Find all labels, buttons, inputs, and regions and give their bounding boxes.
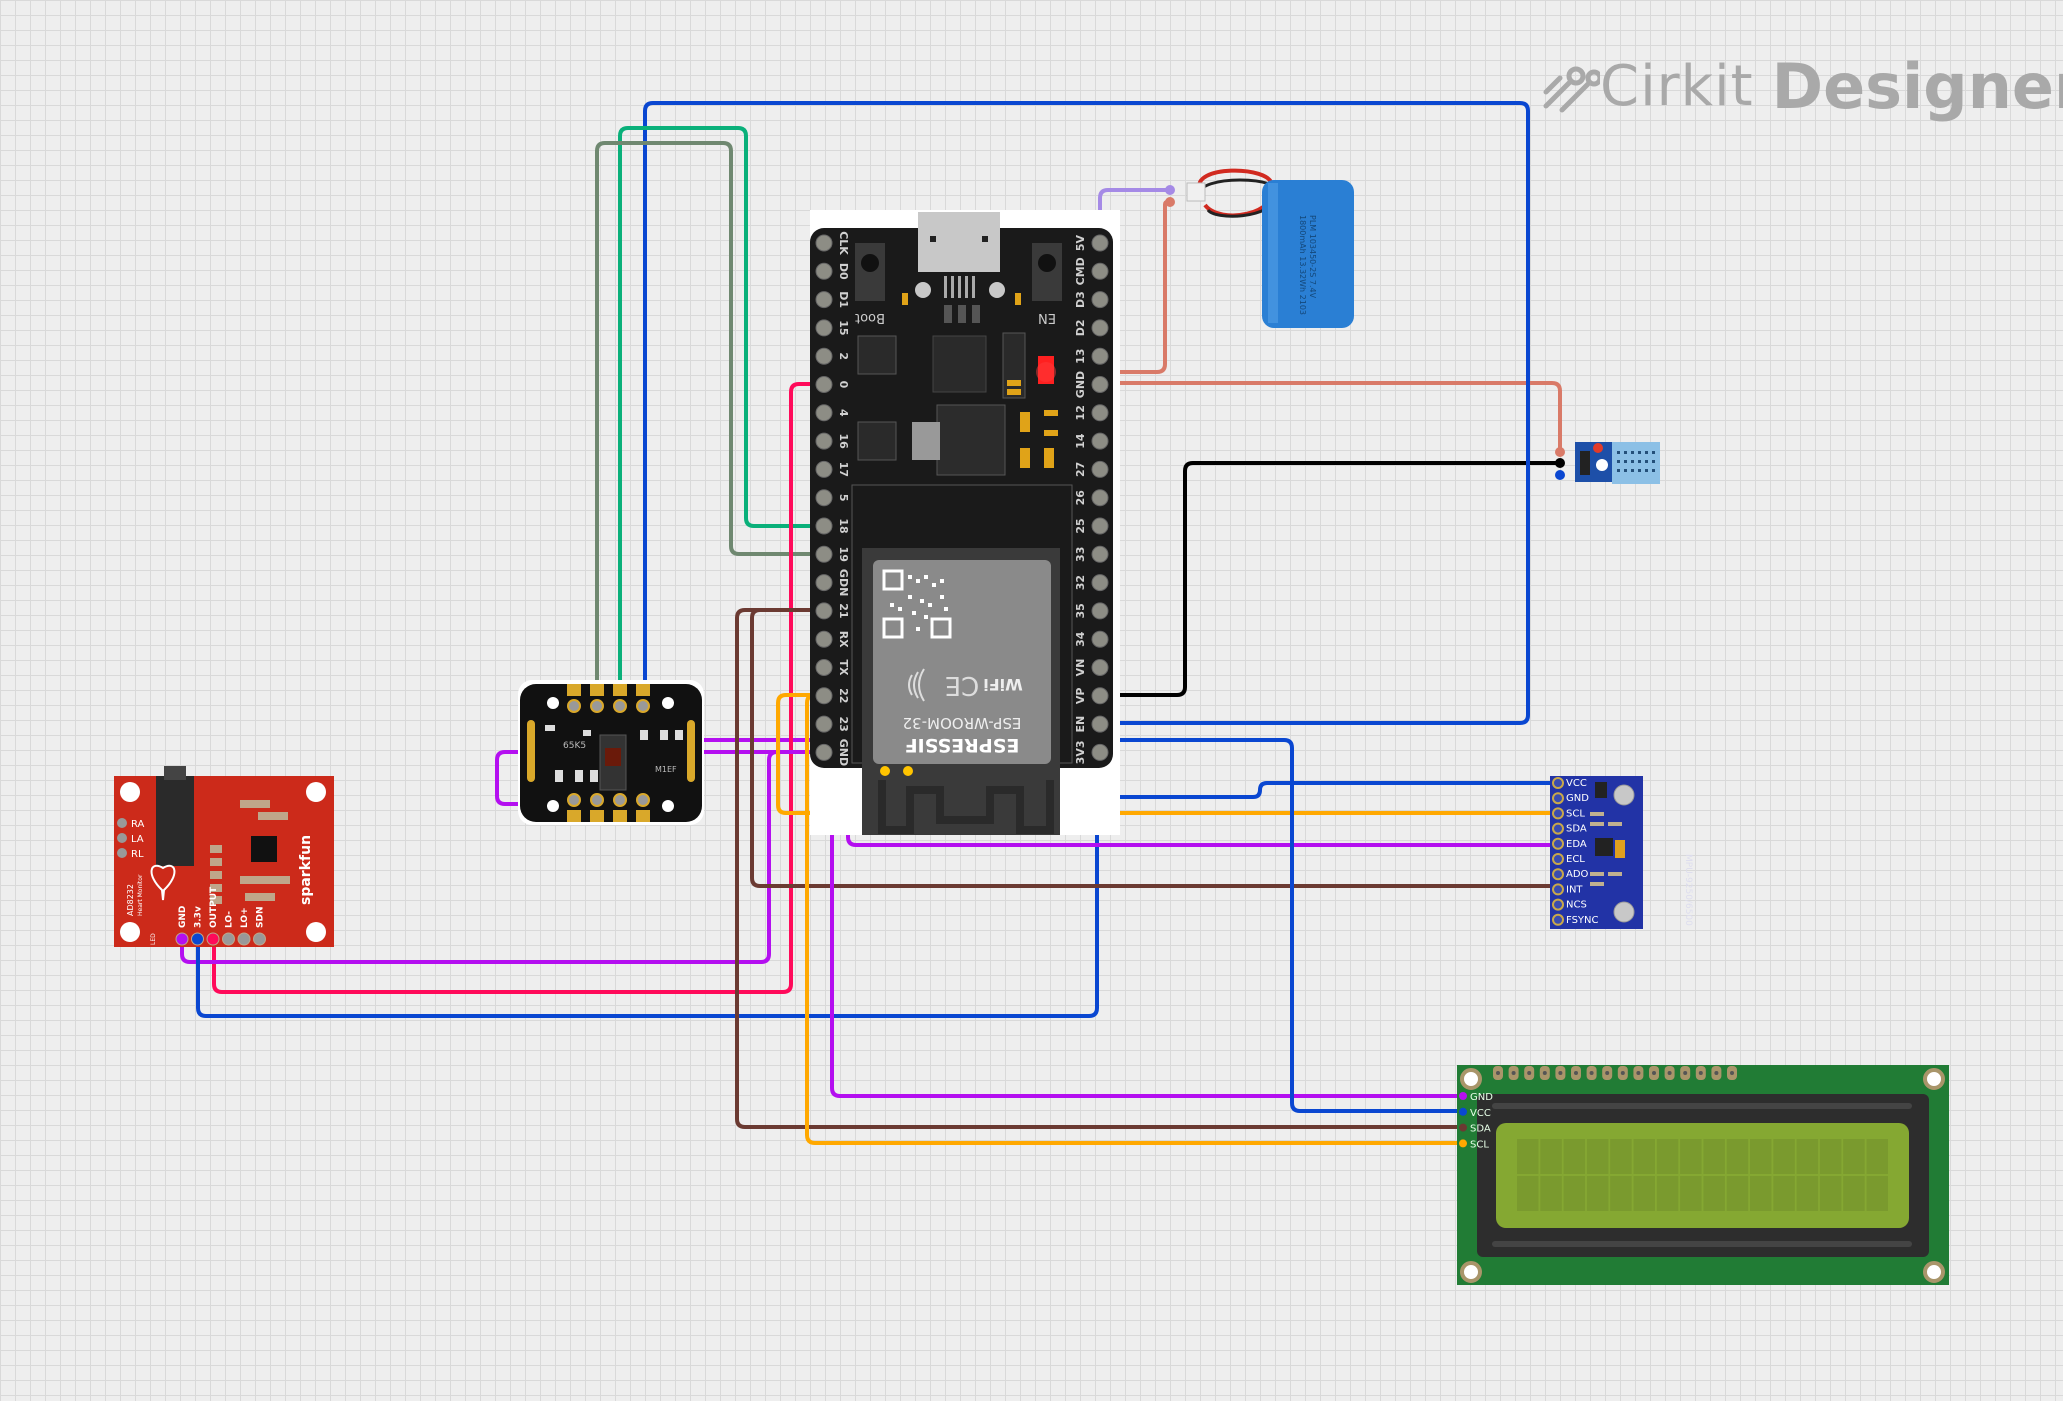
wire-endpoint[interactable] — [209, 934, 219, 944]
wire-endpoint[interactable] — [1095, 378, 1105, 388]
wire-endpoint[interactable] — [592, 795, 602, 805]
wire-endpoint[interactable] — [615, 795, 625, 805]
wire-endpoint[interactable] — [819, 747, 829, 757]
wire-d23-dht11[interactable] — [822, 461, 1562, 707]
logo-text-designer: Designer — [1771, 49, 2063, 123]
wire-d0-ad8232[interactable] — [212, 382, 826, 994]
wire-gnd-ad8232[interactable] — [180, 750, 826, 964]
wire-endpoint[interactable] — [819, 549, 829, 559]
cirkit-designer-logo: Cirkit Designer — [1540, 46, 2063, 126]
wire-endpoint[interactable] — [1095, 238, 1105, 248]
wire-endpoint[interactable] — [819, 379, 829, 389]
wire-endpoint[interactable] — [819, 690, 829, 700]
circuit-traces-icon — [1543, 66, 1600, 113]
wire-endpoint[interactable] — [569, 795, 579, 805]
wire-5v-battery[interactable] — [1098, 188, 1172, 245]
wire-gnd-dht11[interactable] — [1098, 381, 1562, 454]
wire-3v3-mpu9250[interactable] — [1098, 749, 1560, 799]
wire-d22-mpu9250[interactable] — [776, 693, 1560, 815]
wire-endpoint[interactable] — [1555, 447, 1565, 457]
wire-d22-lcd[interactable] — [805, 693, 1465, 1145]
wire-endpoint[interactable] — [193, 934, 203, 944]
wire-3v3-ad8232[interactable] — [196, 749, 1102, 1018]
wire-d19-max30102[interactable] — [595, 141, 826, 802]
wire-endpoint[interactable] — [640, 795, 650, 805]
wire-endpoint[interactable] — [819, 605, 829, 615]
wire-endpoint[interactable] — [1555, 458, 1565, 468]
wire-gnd-lcd[interactable] — [822, 750, 1465, 1098]
wire-endpoint[interactable] — [819, 521, 829, 531]
wire-endpoint[interactable] — [819, 700, 829, 710]
wire-gnd-battery[interactable] — [1098, 200, 1172, 385]
logo-text-cirkit: Cirkit — [1600, 53, 1754, 119]
wire-endpoint[interactable] — [1553, 793, 1563, 803]
wire-endpoint[interactable] — [177, 934, 187, 944]
wire-d18-max30102[interactable] — [618, 126, 826, 802]
wire-gnd-max30102[interactable] — [495, 750, 826, 806]
wire-endpoint[interactable] — [1165, 197, 1175, 207]
wire-endpoint[interactable] — [1165, 185, 1175, 195]
wire-d21-lcd[interactable] — [735, 608, 1465, 1129]
wire-endpoint[interactable] — [1555, 470, 1565, 480]
wire-endpoint[interactable] — [1095, 746, 1105, 756]
wire-3v3-lcd[interactable] — [1098, 738, 1465, 1113]
